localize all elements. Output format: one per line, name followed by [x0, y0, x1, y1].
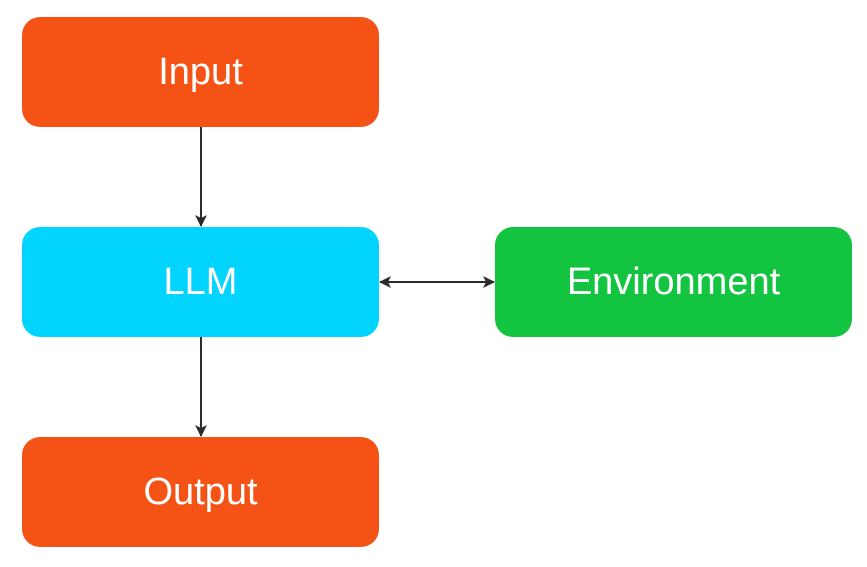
node-llm: LLM: [22, 227, 379, 337]
node-environment-label: Environment: [566, 260, 781, 303]
node-llm-label: LLM: [163, 260, 238, 303]
node-input: Input: [22, 17, 379, 127]
node-input-label: Input: [158, 50, 243, 93]
node-output: Output: [22, 437, 379, 547]
node-environment: Environment: [495, 227, 852, 337]
node-output-label: Output: [143, 470, 258, 513]
